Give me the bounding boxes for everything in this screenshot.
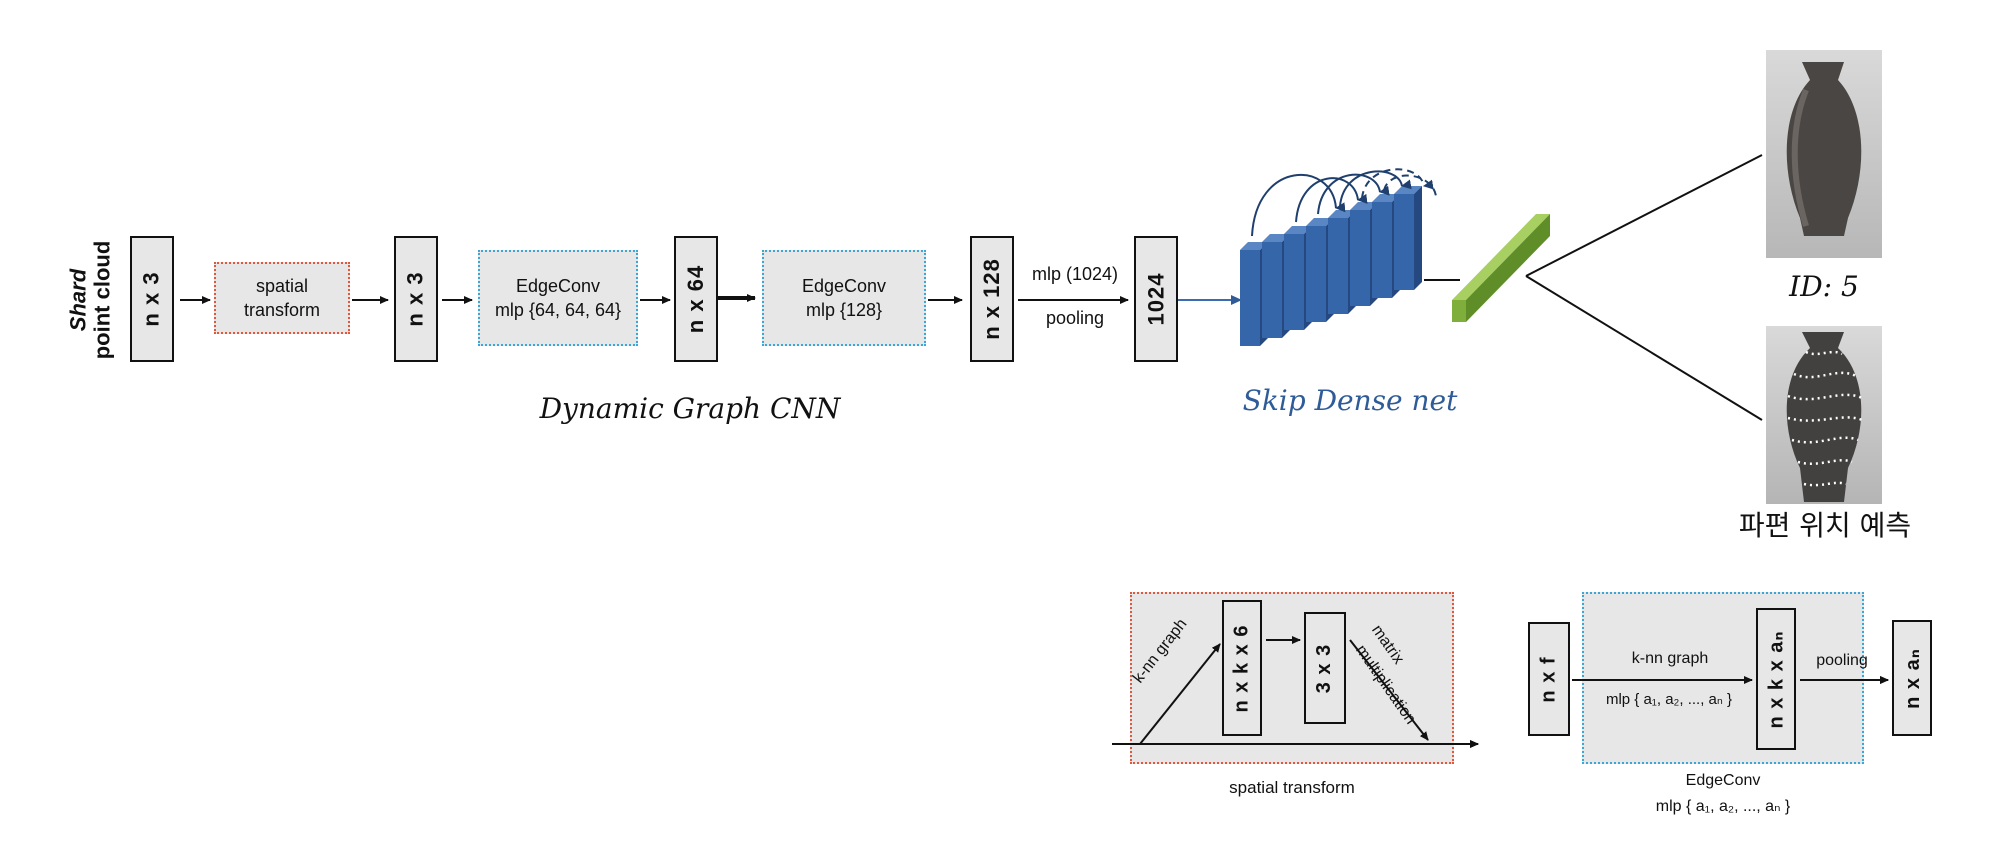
- spatial-transform-detail-panel: [1130, 592, 1454, 764]
- pooling-label: pooling: [1045, 308, 1105, 328]
- vase-image-id: [1766, 50, 1882, 258]
- edgeconv1-box: EdgeConv mlp {64, 64, 64}: [478, 250, 638, 346]
- edgeconv-detail-panel: [1582, 592, 1864, 764]
- input-dims-box: n x 3: [130, 236, 174, 362]
- nxf-dims: n x f: [1537, 655, 1560, 703]
- edgeconv-caption-mlp: mlp { a₁, a₂, ..., aₙ }: [1655, 798, 1791, 815]
- nx64-box: n x 64: [674, 236, 718, 362]
- edgeconv-pooling-label: pooling: [1816, 652, 1868, 669]
- dgcnn-caption: Dynamic Graph CNN: [539, 392, 841, 425]
- edgeconv2-mlp: mlp {128}: [805, 300, 883, 320]
- nxan-box: n x aₙ: [1892, 620, 1932, 736]
- nx3-box: n x 3: [394, 236, 438, 362]
- spatial-transform-box: spatial transform: [214, 262, 350, 334]
- nxkx6-box: n x k x 6: [1222, 600, 1262, 736]
- edgeconv-caption-title: EdgeConv: [1685, 772, 1761, 789]
- dense-output-layer: [1452, 214, 1550, 322]
- nxkxan-box: n x k x aₙ: [1756, 608, 1796, 750]
- id-label: ID: 5: [1789, 270, 1859, 303]
- nxkxan-dims: n x k x aₙ: [1765, 629, 1788, 729]
- branch-line-id: [1525, 154, 1763, 277]
- skip-dense-caption: Skip Dense net: [1242, 384, 1458, 417]
- nxf-box: n x f: [1528, 622, 1570, 736]
- edgeconv1-title: EdgeConv: [515, 276, 601, 296]
- edgeconv2-box: EdgeConv mlp {128}: [762, 250, 926, 346]
- nxan-dims: n x aₙ: [1901, 647, 1924, 709]
- edgeconv-knn-label: k-nn graph: [1631, 650, 1709, 667]
- skip-connection-arcs: [1251, 168, 1437, 237]
- edgeconv-mlp-inner-label: mlp { a₁, a₂, ..., aₙ }: [1605, 691, 1733, 708]
- edgeconv1-mlp: mlp {64, 64, 64}: [494, 300, 622, 320]
- edgeconv2-title: EdgeConv: [801, 276, 887, 296]
- skip-dense-blocks: [1240, 186, 1422, 346]
- spatial-transform-label: spatial transform: [243, 276, 321, 320]
- dims-1024-box: 1024: [1134, 236, 1178, 362]
- position-label: 파편 위치 예측: [1738, 509, 1912, 542]
- nx128-box: n x 128: [970, 236, 1014, 362]
- 3x3-box: 3 x 3: [1304, 612, 1346, 724]
- branch-line-position: [1525, 275, 1763, 421]
- vase-image-position: [1766, 326, 1882, 504]
- mlp-1024-label: mlp (1024): [1031, 264, 1119, 284]
- spatial-transform-caption: spatial transform: [1229, 778, 1355, 797]
